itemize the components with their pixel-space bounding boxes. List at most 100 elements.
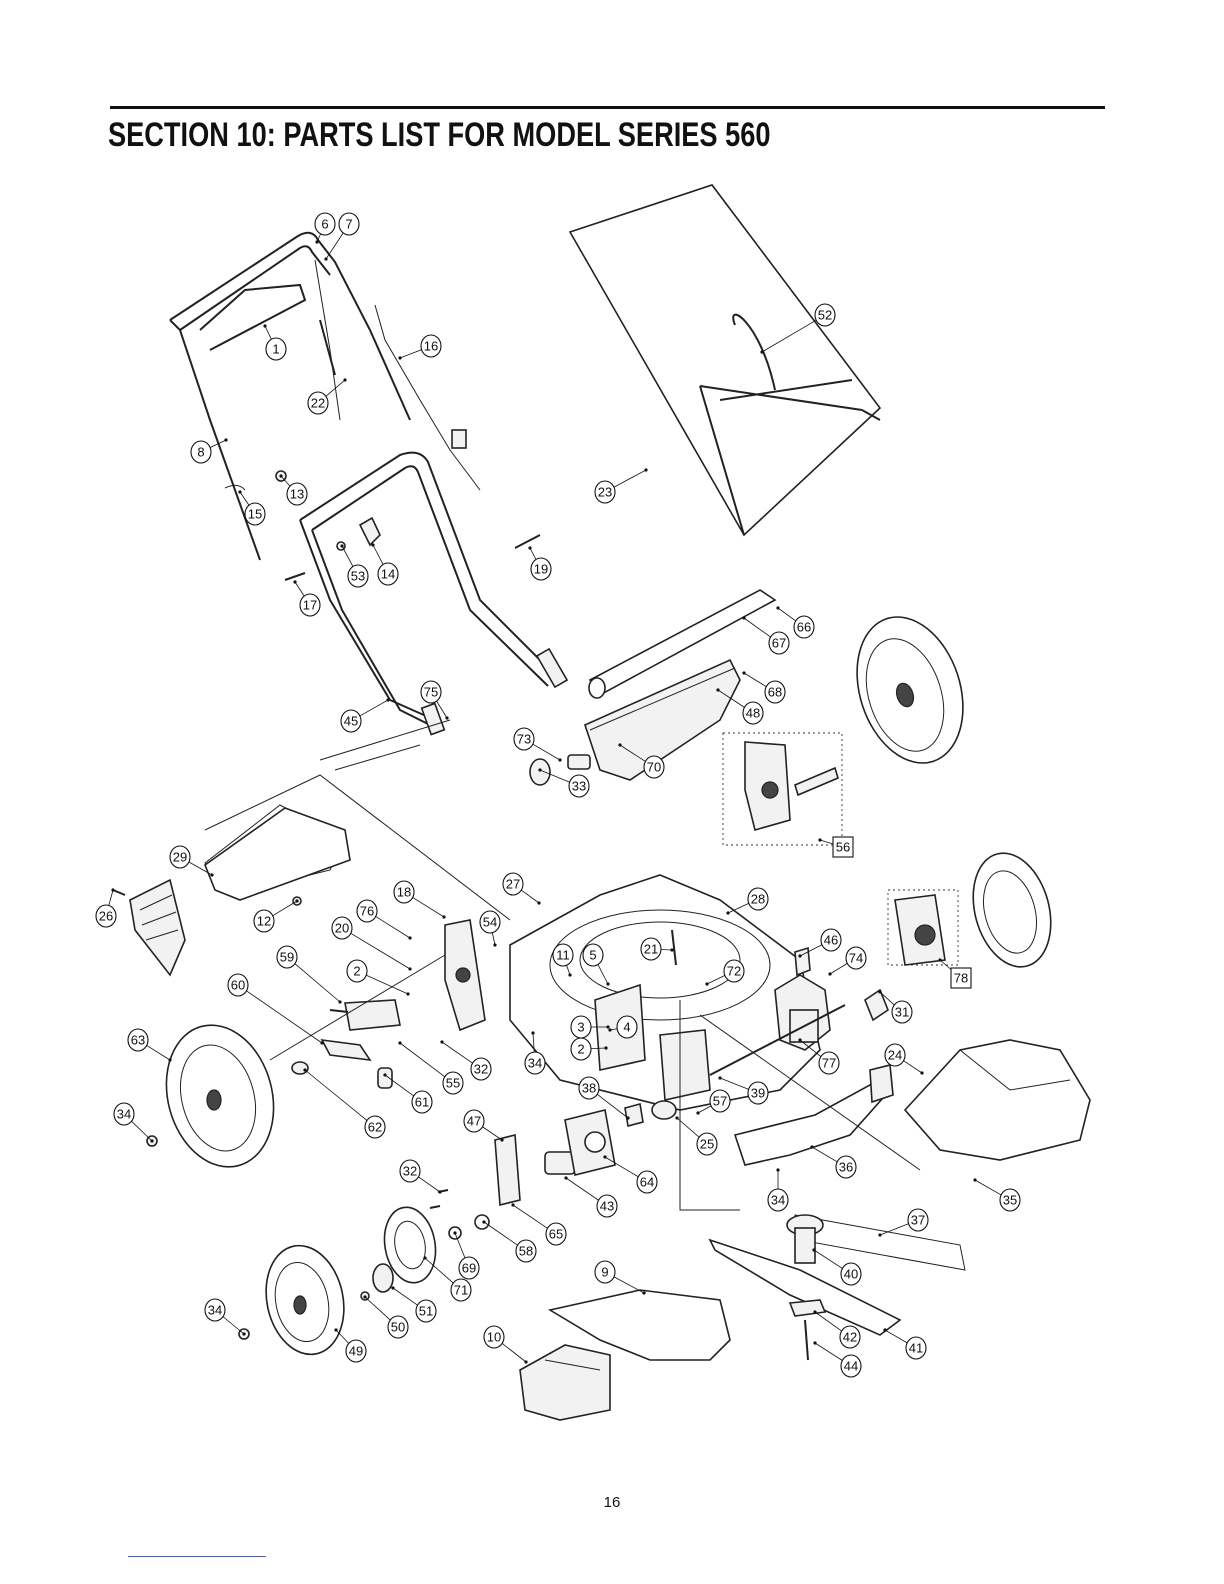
callout-label: 58 bbox=[519, 1244, 533, 1259]
callout-arrowhead bbox=[445, 716, 448, 719]
callout-label: 41 bbox=[909, 1341, 923, 1356]
callout-arrowhead bbox=[338, 1000, 341, 1003]
callout-arrowhead bbox=[391, 1286, 394, 1289]
callout-label: 13 bbox=[290, 487, 304, 502]
upper-handle bbox=[170, 233, 410, 560]
callout-c36: 36 bbox=[810, 1145, 856, 1178]
callout-leader bbox=[305, 1070, 367, 1121]
callout-label: 76 bbox=[360, 904, 374, 919]
callout-arrowhead bbox=[813, 1341, 816, 1344]
callout-c63: 63 bbox=[128, 1029, 172, 1062]
callout-leader bbox=[502, 1343, 526, 1362]
callout-c18: 18 bbox=[394, 881, 446, 919]
callout-c76: 76 bbox=[357, 900, 412, 940]
callout-arrowhead bbox=[810, 1145, 813, 1148]
callout-leader bbox=[400, 350, 422, 358]
callout-arrowhead bbox=[776, 1168, 779, 1171]
callout-arrowhead bbox=[705, 982, 708, 985]
callout-label: 77 bbox=[822, 1056, 836, 1071]
callout-label: 21 bbox=[644, 942, 658, 957]
callout-label: 36 bbox=[839, 1160, 853, 1175]
callout-leader bbox=[530, 548, 536, 560]
callout-leader bbox=[400, 1043, 445, 1077]
callout-arrowhead bbox=[511, 1203, 514, 1206]
callout-label: 1 bbox=[272, 342, 279, 357]
callout-label: 54 bbox=[483, 915, 497, 930]
callout-leader bbox=[273, 901, 297, 916]
callout-label: 31 bbox=[895, 1005, 909, 1020]
callout-label: 62 bbox=[368, 1120, 382, 1135]
callout-c15: 15 bbox=[238, 490, 265, 525]
callout-arrowhead bbox=[537, 901, 540, 904]
callout-label: 53 bbox=[351, 569, 365, 584]
callout-leader bbox=[146, 1045, 170, 1060]
callout-label: 28 bbox=[751, 892, 765, 907]
callout-arrowhead bbox=[558, 758, 561, 761]
callout-label: 26 bbox=[99, 909, 113, 924]
callout-c37: 37 bbox=[878, 1209, 928, 1237]
callout-leader bbox=[412, 897, 444, 917]
callout-arrowhead bbox=[818, 838, 821, 841]
callout-leader bbox=[366, 975, 408, 994]
callout-label: 12 bbox=[257, 914, 271, 929]
callout-leader bbox=[812, 1147, 837, 1162]
callout-label: 60 bbox=[231, 978, 245, 993]
callout-c78: 78 bbox=[938, 958, 971, 988]
callout-c20: 20 bbox=[332, 917, 412, 971]
callout-label: 69 bbox=[462, 1261, 476, 1276]
callout-c45: 45 bbox=[341, 698, 390, 732]
callout-label: 52 bbox=[818, 308, 832, 323]
callout-arrowhead bbox=[606, 982, 609, 985]
callout-c19: 19 bbox=[528, 546, 551, 580]
callout-arrowhead bbox=[920, 1071, 923, 1074]
callout-leader bbox=[975, 1180, 1001, 1195]
callout-leader bbox=[265, 326, 272, 340]
callout-leader bbox=[885, 1330, 907, 1343]
callout-arrowhead bbox=[973, 1178, 976, 1181]
callout-c23: 23 bbox=[595, 468, 648, 503]
callout-c34b: 34 bbox=[114, 1103, 154, 1143]
callout-leader bbox=[223, 1316, 244, 1334]
callout-label: 8 bbox=[197, 445, 204, 460]
callout-c1: 1 bbox=[263, 324, 286, 360]
callout-label: 33 bbox=[572, 779, 586, 794]
callout-leader bbox=[373, 545, 383, 565]
callout-label: 34 bbox=[208, 1303, 222, 1318]
footer-link-underline[interactable] bbox=[128, 1556, 266, 1557]
callout-c73: 73 bbox=[514, 728, 562, 762]
callout-arrowhead bbox=[626, 1116, 629, 1119]
callout-c16: 16 bbox=[398, 335, 441, 360]
callout-c28: 28 bbox=[726, 888, 768, 915]
callout-c69: 69 bbox=[453, 1231, 479, 1279]
callout-leader bbox=[614, 1277, 644, 1293]
callout-arrowhead bbox=[883, 1328, 886, 1331]
callout-c62: 62 bbox=[303, 1068, 385, 1138]
callout-label: 10 bbox=[487, 1330, 501, 1345]
callout-leader bbox=[744, 618, 771, 637]
callout-label: 38 bbox=[582, 1081, 596, 1096]
callout-c53: 53 bbox=[340, 544, 368, 587]
callout-arrowhead bbox=[482, 1220, 485, 1223]
callout-arrowhead bbox=[440, 1040, 443, 1043]
callout-leader bbox=[326, 232, 344, 259]
callout-leader bbox=[815, 1343, 843, 1361]
callout-arrowhead bbox=[315, 240, 318, 243]
callout-arrowhead bbox=[938, 958, 941, 961]
callout-arrowhead bbox=[538, 768, 541, 771]
callout-label: 66 bbox=[797, 620, 811, 635]
callout-arrowhead bbox=[242, 1332, 245, 1335]
callout-label: 75 bbox=[424, 685, 438, 700]
callout-leader bbox=[109, 890, 113, 906]
callout-label: 2 bbox=[577, 1042, 584, 1057]
callout-arrowhead bbox=[398, 356, 401, 359]
callout-arrowhead bbox=[828, 972, 831, 975]
callout-c34c: 34 bbox=[768, 1168, 788, 1211]
callout-label: 51 bbox=[419, 1304, 433, 1319]
callout-c68: 68 bbox=[742, 671, 785, 703]
callout-label: 65 bbox=[549, 1227, 563, 1242]
callout-label: 2 bbox=[353, 964, 360, 979]
deck-cover bbox=[905, 1040, 1090, 1160]
callout-arrowhead bbox=[528, 546, 531, 549]
callout-label: 6 bbox=[321, 217, 328, 232]
callout-arrowhead bbox=[210, 873, 213, 876]
